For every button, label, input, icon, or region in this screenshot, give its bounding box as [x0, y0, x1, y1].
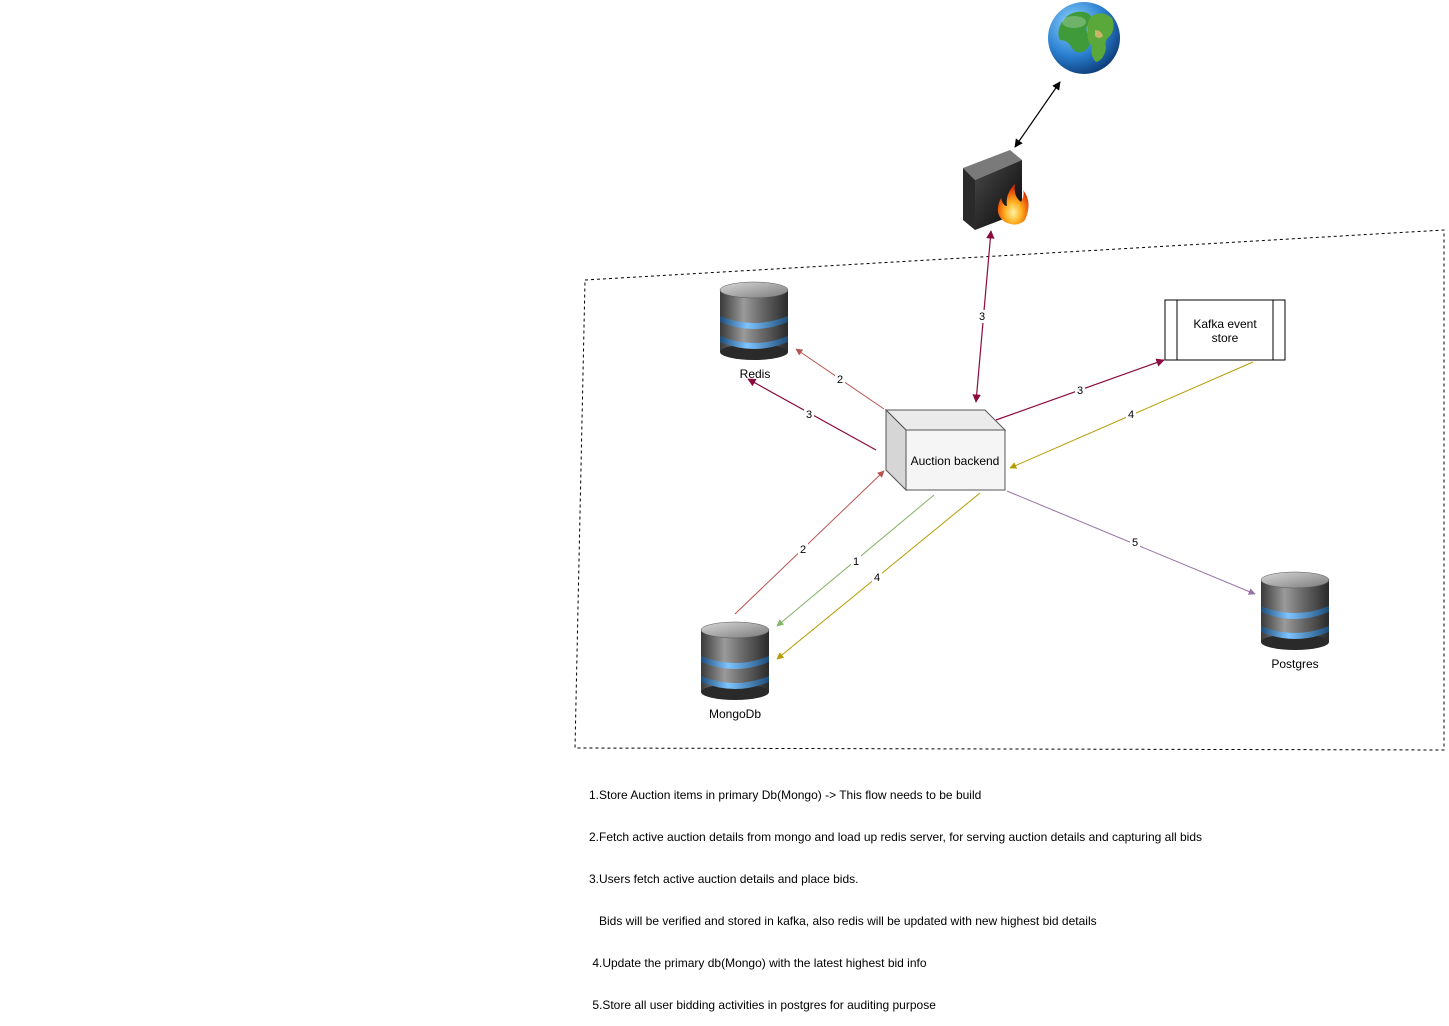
- kafka-label-line1: Kafka event: [1193, 317, 1257, 331]
- notes-legend: 1.Store Auction items in primary Db(Mong…: [589, 760, 1202, 1026]
- edge-label-backend-postgres: 5: [1132, 537, 1138, 549]
- edge-label-mongo-backend: 2: [800, 544, 806, 556]
- edge-label-backend-mongo-4: 4: [874, 572, 880, 584]
- postgres-label: Postgres: [1271, 657, 1318, 671]
- note-line-5: 4.Update the primary db(Mongo) with the …: [589, 956, 927, 970]
- redis-label: Redis: [740, 367, 771, 381]
- note-line-2: 2.Fetch active auction details from mong…: [589, 830, 1203, 844]
- auction-backend-label: Auction backend: [911, 454, 1000, 468]
- boundary-frame: [574, 229, 1445, 751]
- note-line-6: 5.Store all user bidding activities in p…: [589, 998, 936, 1012]
- globe-icon: [1048, 2, 1120, 74]
- mongodb-db-icon: [700, 621, 770, 700]
- edge-label-backend-mongo-1: 1: [853, 556, 859, 568]
- edge-label-backend-kafka: 3: [1077, 385, 1083, 397]
- note-line-4: Bids will be verified and stored in kafk…: [589, 914, 1097, 928]
- redis-db-icon: [719, 281, 789, 360]
- edge-label-backend-redis-2: 2: [837, 374, 843, 386]
- edge-mongo-backend: [734, 470, 885, 615]
- kafka-event-store-box: [1164, 299, 1286, 361]
- auction-backend-box: [884, 408, 1007, 492]
- edge-label-firewall-backend: 3: [979, 311, 985, 323]
- note-line-3: 3.Users fetch active auction details and…: [589, 872, 859, 886]
- firewall-icon: [963, 150, 1029, 230]
- edge-label-backend-redis-3: 3: [806, 409, 812, 421]
- note-line-1: 1.Store Auction items in primary Db(Mong…: [589, 788, 982, 802]
- postgres-db-icon: [1260, 571, 1330, 650]
- edge-label-kafka-backend: 4: [1128, 409, 1134, 421]
- kafka-label-line2: store: [1212, 331, 1239, 345]
- edge-globe-firewall: [1014, 81, 1061, 148]
- mongodb-label: MongoDb: [709, 707, 761, 721]
